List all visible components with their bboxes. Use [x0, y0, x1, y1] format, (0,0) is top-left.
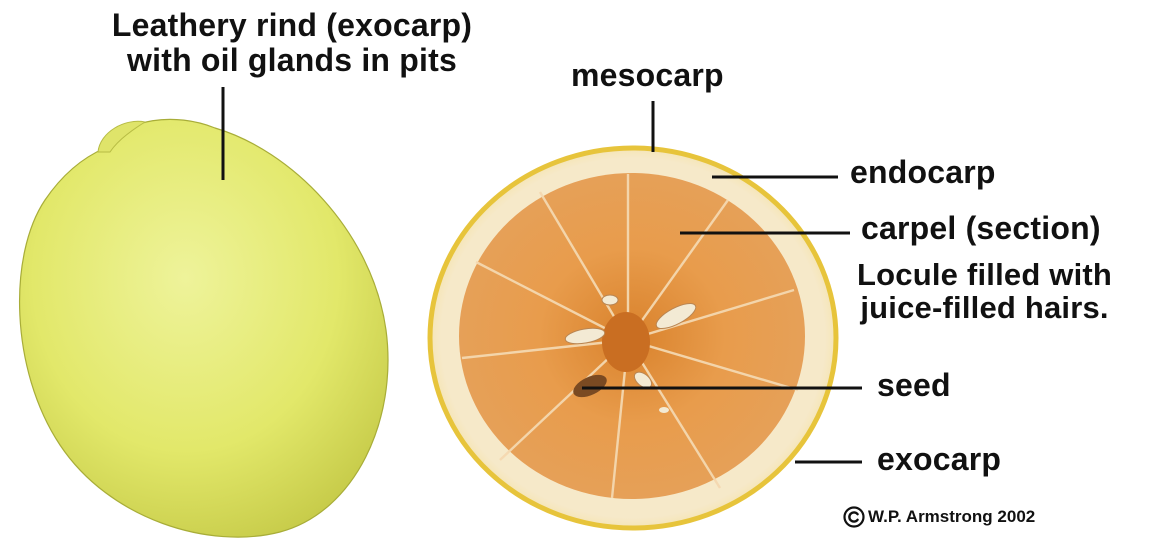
lemon-cross-section-icon	[430, 148, 836, 528]
label-carpel: carpel (section)	[861, 211, 1101, 246]
credit-text: W.P. Armstrong 2002	[868, 507, 1035, 527]
label-leathery-rind: Leathery rind (exocarp) with oil glands …	[92, 8, 492, 77]
label-leathery-line2: with oil glands in pits	[92, 43, 492, 78]
label-locule: Locule filled with juice-filled hairs.	[857, 258, 1112, 325]
copyright-icon	[843, 506, 865, 528]
whole-lemon-icon	[20, 119, 388, 537]
label-endocarp: endocarp	[850, 155, 996, 190]
label-mesocarp: mesocarp	[571, 58, 724, 93]
copyright-credit: W.P. Armstrong 2002	[843, 506, 1035, 528]
label-locule-line1: Locule filled with	[857, 258, 1112, 291]
label-exocarp: exocarp	[877, 442, 1001, 477]
label-seed: seed	[877, 368, 951, 403]
label-locule-line2: juice-filled hairs.	[857, 291, 1112, 324]
label-leathery-line1: Leathery rind (exocarp)	[92, 8, 492, 43]
